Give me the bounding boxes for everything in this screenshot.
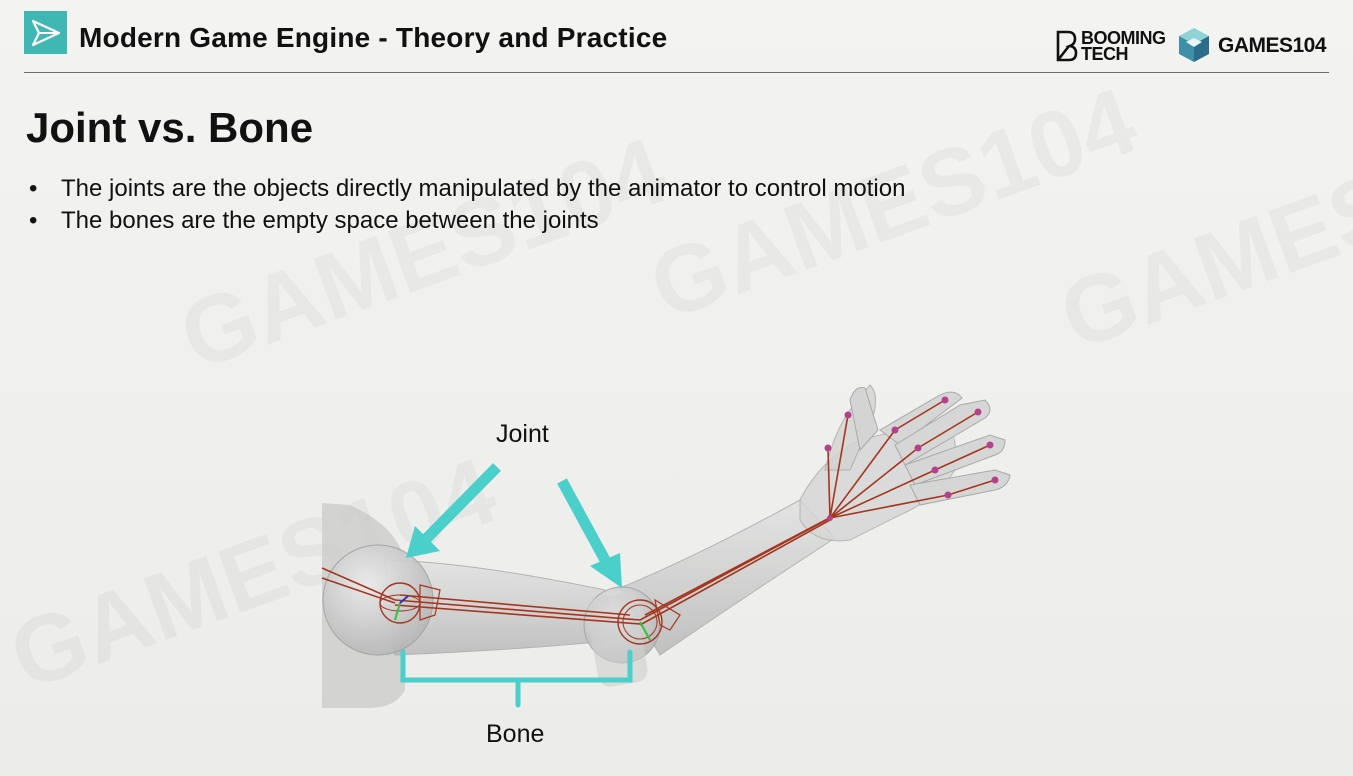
joint-arrow-left xyxy=(406,463,501,558)
header-divider xyxy=(24,72,1329,73)
elbow-joint-marker xyxy=(617,598,681,645)
bullet-item: • The joints are the objects directly ma… xyxy=(26,173,905,205)
booming-b-icon xyxy=(1056,30,1078,62)
games104-text: GAMES104 xyxy=(1218,34,1327,57)
bullet-item: • The bones are the empty space between … xyxy=(26,205,905,237)
tech-text: TECH xyxy=(1081,44,1129,64)
slide-title: Joint vs. Bone xyxy=(26,104,314,151)
shoulder-joint-marker xyxy=(379,582,441,624)
bullet-list: • The joints are the objects directly ma… xyxy=(26,173,905,237)
shoulder-ball xyxy=(322,544,434,656)
course-title: Modern Game Engine - Theory and Practice xyxy=(79,22,668,53)
bullet-text: The joints are the objects directly mani… xyxy=(61,175,906,202)
booming-text: BOOMING xyxy=(1081,28,1166,48)
cube-icon xyxy=(1179,28,1209,62)
joint-label: Joint xyxy=(496,420,549,448)
course-logo-icon xyxy=(24,11,67,54)
bullet-text: The bones are the empty space between th… xyxy=(61,207,599,234)
bullet-marker: • xyxy=(29,175,38,202)
booming-tech-logo: BOOMING TECH xyxy=(1055,28,1167,64)
finger-joint-markers xyxy=(824,396,999,521)
bullet-marker: • xyxy=(29,207,38,234)
bone-bracket xyxy=(400,649,633,708)
joint-arrow-right xyxy=(557,478,622,588)
bone-label: Bone xyxy=(486,720,545,748)
